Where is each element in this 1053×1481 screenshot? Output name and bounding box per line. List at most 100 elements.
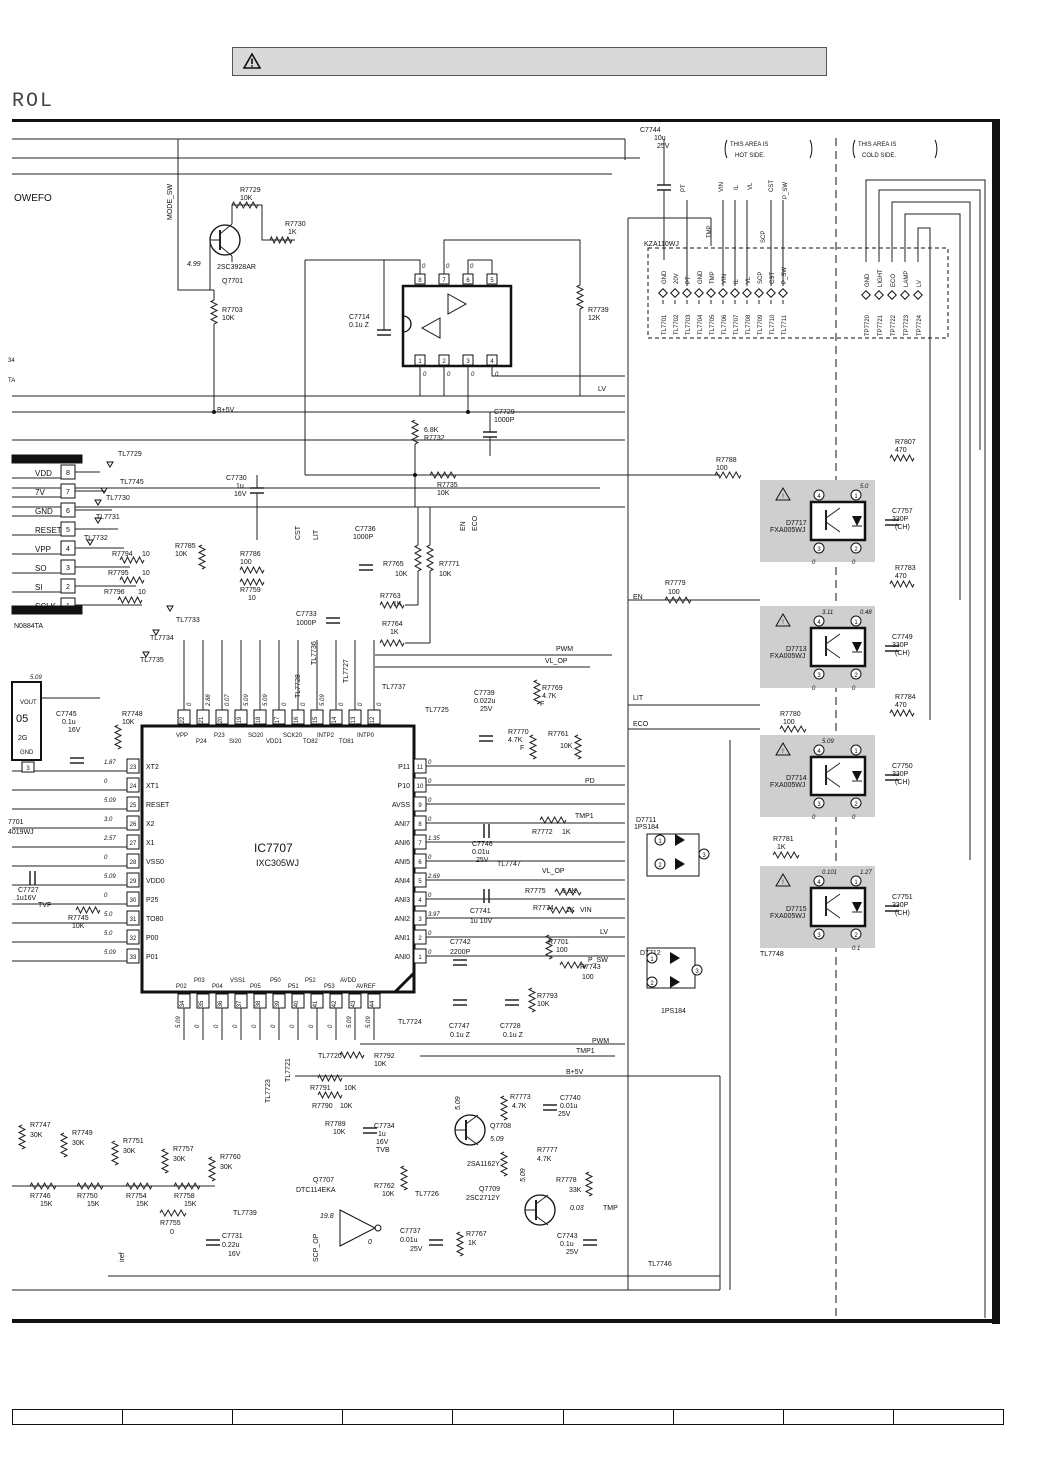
resistor [75,905,101,915]
label: ! [782,494,784,500]
resistor [113,724,123,750]
label: 19 [237,716,243,723]
label: 0.1 [852,946,860,952]
safety-warning-banner [232,47,827,76]
resistor [117,595,143,605]
label: R7771 [439,561,460,568]
label: R7754 [126,1193,147,1200]
label: VOUT [20,700,37,706]
label: TL7727 [343,659,350,683]
connector-pin-label: SCP [758,272,764,284]
label: 2 [854,802,858,808]
section-title: ROL [12,90,55,113]
warning-triangle-icon [775,742,791,756]
label: IXC305WJ [256,858,299,868]
label: 1000P [296,620,317,627]
label: 1 [658,839,662,845]
label: TL7709 [758,314,764,335]
label: iref [119,1252,126,1262]
label: 5 [490,278,494,284]
connector-pin-label: CST [770,272,776,284]
label: 1000P [353,534,374,541]
label: TP7721 [878,314,884,336]
label: 0 [852,815,856,821]
label: 330P [892,902,909,909]
label: 0 [428,817,432,823]
connector-bar [11,454,83,464]
title-block-cell [233,1410,344,1424]
resistor [379,600,405,610]
label: 8 [418,822,422,828]
label: 5.0 [104,912,113,918]
label: TL7723 [265,1079,272,1103]
label: 4 [418,898,422,904]
label: 330P [892,771,909,778]
label: 0 [470,264,474,270]
connector-pin-label: GND [35,507,53,516]
label: R7739 [588,307,609,314]
label: VPP [176,733,188,739]
label: IC7707 [254,841,293,855]
connector-pin-label: LAMP [904,271,910,287]
label: R7761 [548,731,569,738]
label: 0.48 [860,610,872,616]
title-block-cell [784,1410,894,1424]
label: 42 [332,1000,338,1007]
label: 7 [66,489,70,496]
label: ANI4 [394,878,410,885]
label: 0 [852,686,856,692]
label: VSS1 [230,978,246,984]
optocoupler-pin [813,615,825,627]
label: 3 [817,673,821,679]
test-point [152,629,160,636]
label: C7742 [450,939,471,946]
label: R7790 [312,1103,333,1110]
label: TL7729 [118,451,142,458]
connector-pin [887,290,897,300]
label: 1K [562,829,571,836]
label: FXA005WJ [770,527,805,534]
label: 0.1u [560,1241,574,1248]
label: XT2 [146,764,159,771]
label: 0 [290,1024,296,1028]
label: 10K [240,195,253,202]
connector-pin-label: GND [662,270,668,284]
label: 1 [650,957,654,963]
label: 25V [657,143,670,150]
label: 6 [466,278,470,284]
resistor [425,544,435,572]
wire [535,1215,549,1226]
label: VDD1 [266,739,283,745]
label: P05 [250,984,261,990]
label: IL [734,184,740,190]
label: 1PS184 [661,1008,686,1015]
label: VL_OP [542,868,565,875]
optocoupler-body [809,886,867,928]
connector-pin [706,288,716,298]
label: 1K [390,629,399,636]
label: 1K [777,844,786,851]
label: R7781 [773,836,794,843]
label: F [520,745,524,752]
label: 16 [294,716,300,723]
label: C7734 [374,1123,395,1130]
label: 330P [892,516,909,523]
label: 0 [368,1239,372,1246]
label: 0 [428,760,432,766]
opamp-symbol [420,317,441,339]
label: R7779 [665,580,686,587]
optocoupler-pin [813,489,825,501]
label: 4 [817,494,821,500]
label: FXA005WJ [770,653,805,660]
label: 4 [66,546,70,553]
label: 21 [199,716,205,723]
label: R7785 [175,543,196,550]
resistor [499,1095,509,1121]
label: TL7737 [382,684,406,691]
label: R7743 [580,964,601,971]
label: 5.0 [860,484,869,490]
net-label: LV [598,386,606,393]
resistor [547,905,575,915]
label: 100 [556,947,568,954]
resistor [317,1090,343,1100]
